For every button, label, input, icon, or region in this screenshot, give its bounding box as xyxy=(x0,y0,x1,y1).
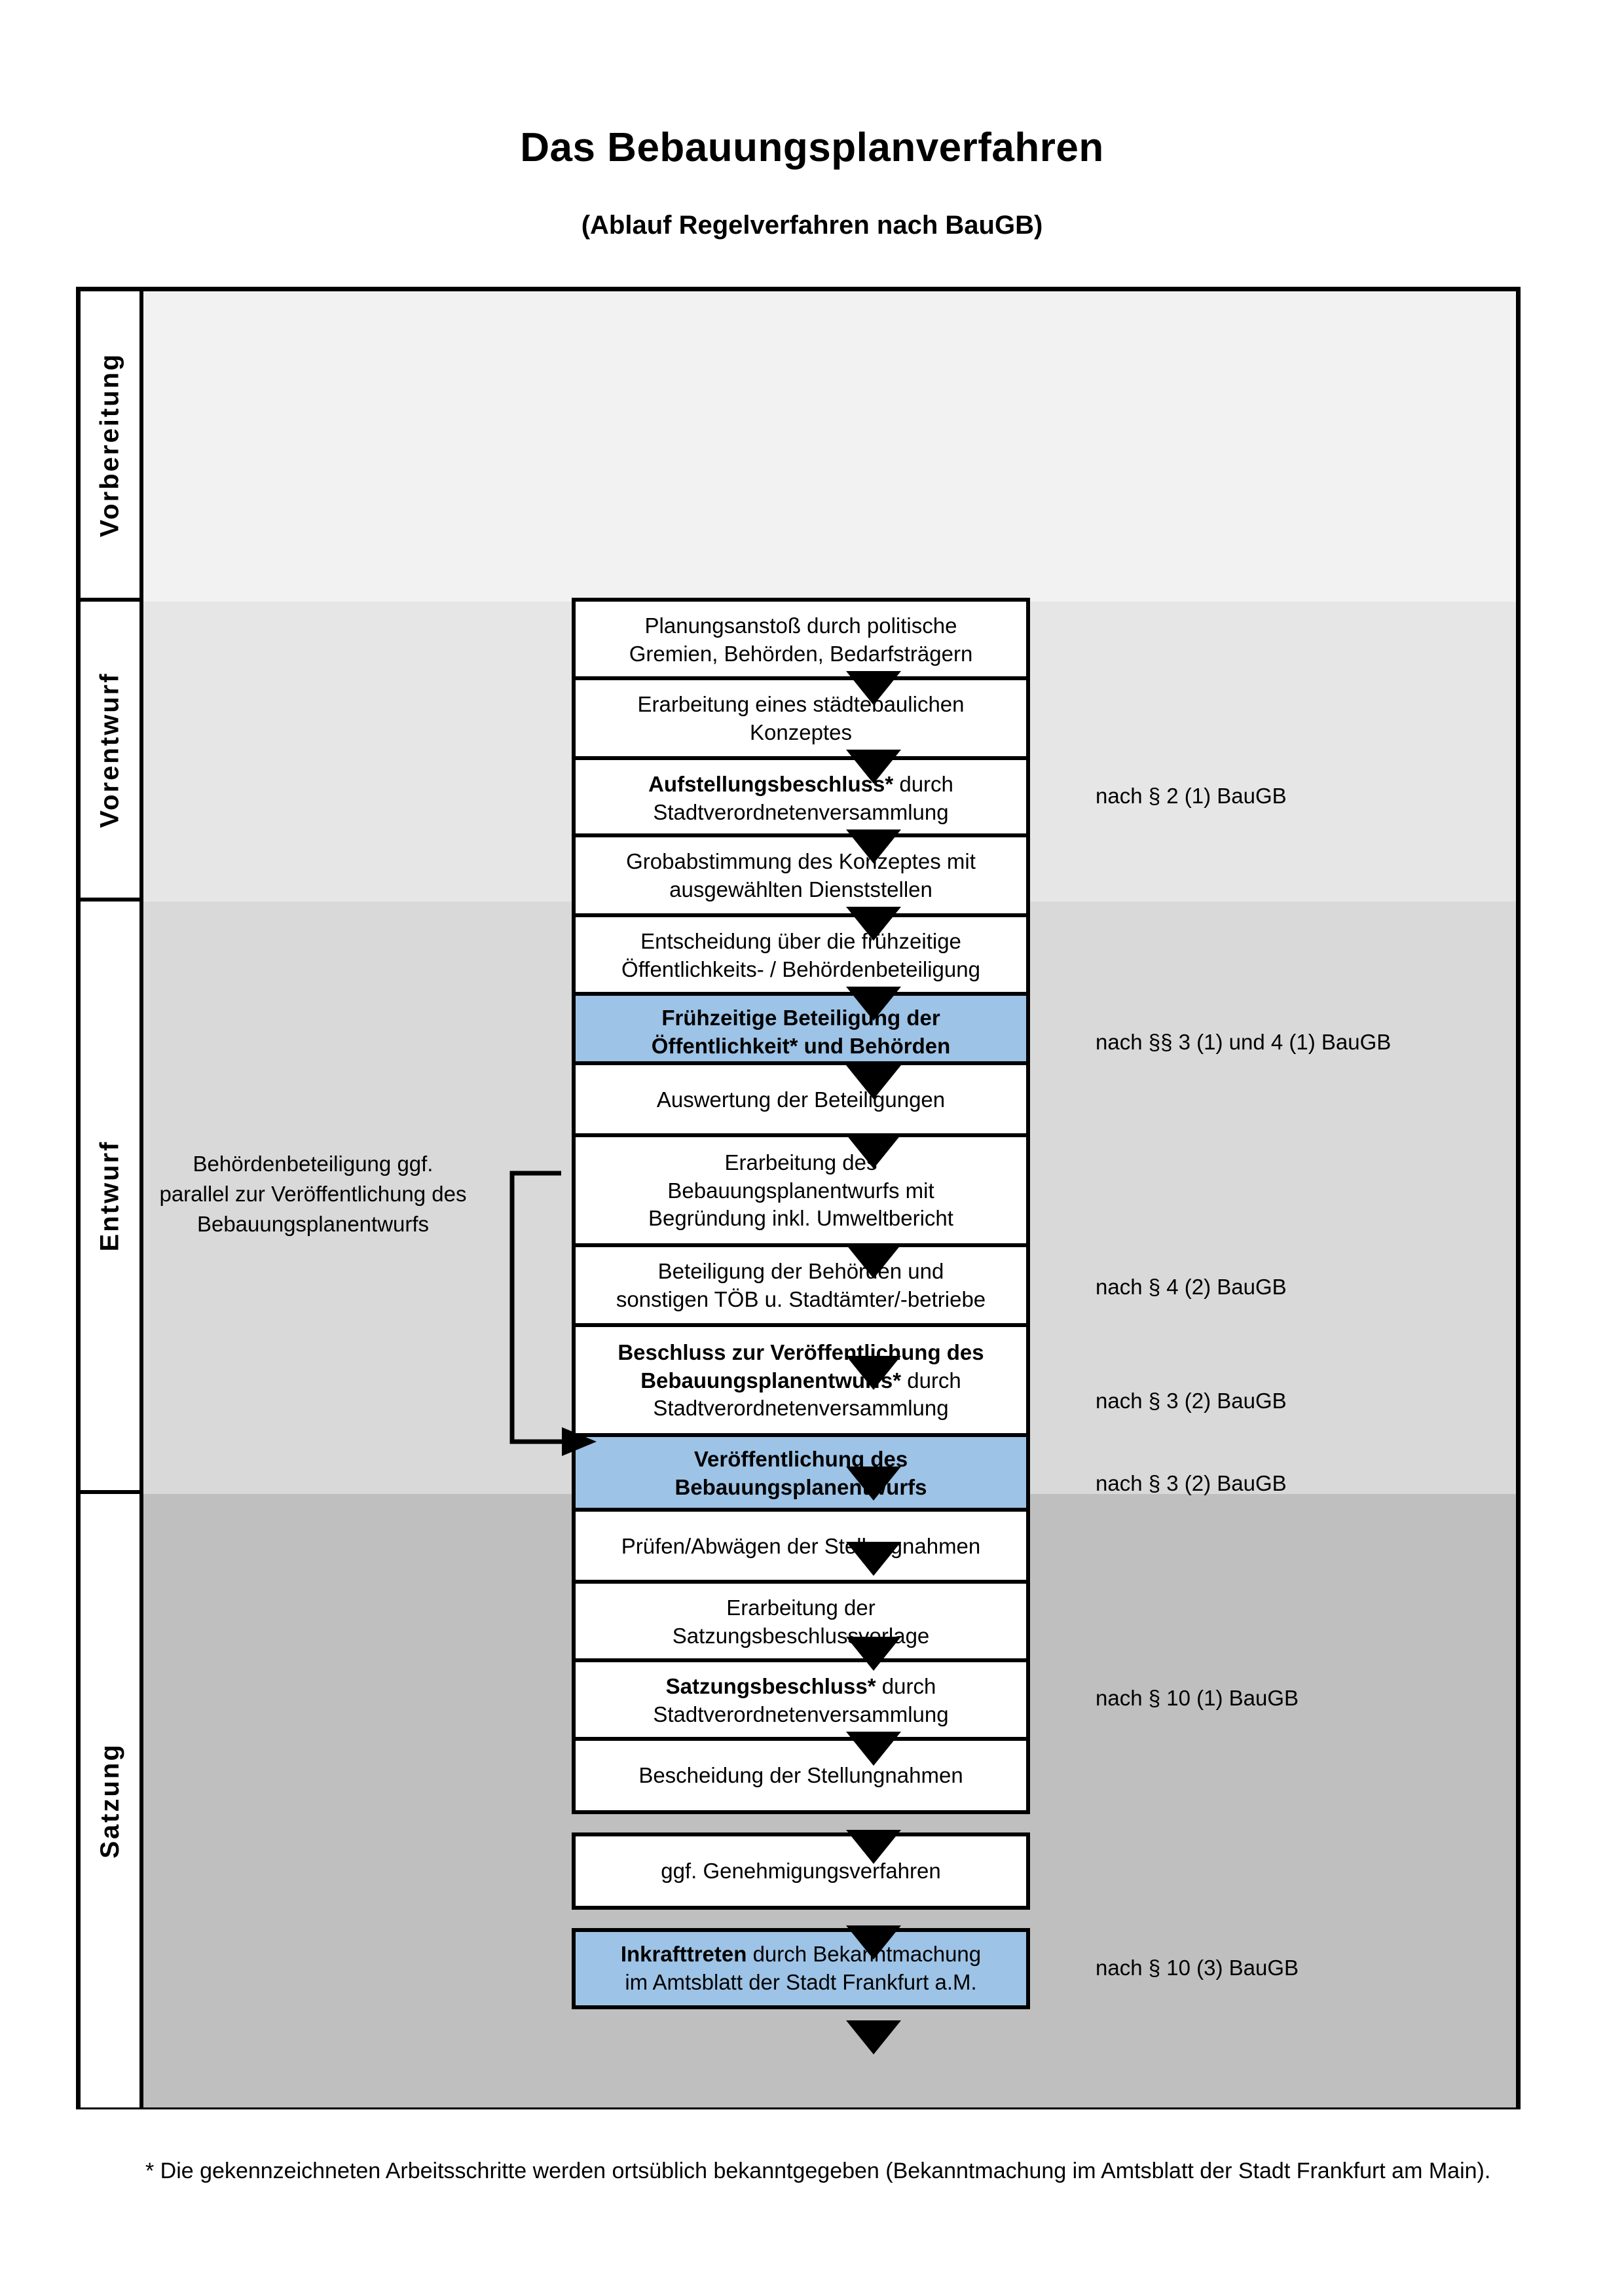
box-line-2-rest: durch xyxy=(901,1368,961,1393)
legal-ref-par10-3: nach § 10 (3) BauGB xyxy=(1096,1956,1299,1980)
box-line-2: Stadtverordnetenversammlung xyxy=(653,800,949,824)
box-line-2: Konzeptes xyxy=(750,720,852,744)
sidenote-line-3: Veröffentlichung des xyxy=(271,1182,467,1207)
box-line-1-bold: Satzungsbeschluss* xyxy=(665,1674,876,1699)
flow-arrow-6 xyxy=(846,1065,901,1099)
flow-arrow-4 xyxy=(846,907,901,941)
flow-arrow-15 xyxy=(846,1925,901,1959)
box-line-1-rest: durch xyxy=(893,772,953,797)
phase-label-vorbereitung: Vorbereitung xyxy=(81,291,143,602)
flow-arrow-12 xyxy=(846,1637,901,1671)
box-line-2: Öffentlichkeits- / Behördenbeteiligung xyxy=(621,957,980,981)
box-line-2: im Amtsblatt der Stadt Frankfurt a.M. xyxy=(625,1970,977,1994)
box-line-1-rest: durch xyxy=(876,1674,936,1699)
process-box-grobabstimmung[interactable]: Grobabstimmung des Konzeptes mit ausgewä… xyxy=(572,833,1030,919)
phase-label-text: Entwurf xyxy=(95,1140,124,1252)
process-box-pruefen-abwaegen[interactable]: Prüfen/Abwägen der Stellungnahmen xyxy=(572,1508,1030,1585)
legal-ref-par4-2: nach § 4 (2) BauGB xyxy=(1096,1275,1287,1299)
flow-arrow-16 xyxy=(846,2020,901,2054)
legal-ref-par10-1: nach § 10 (1) BauGB xyxy=(1096,1686,1299,1710)
flow-arrow-3 xyxy=(846,829,901,864)
box-line-1: Beschluss zur Veröffentlichung des xyxy=(618,1339,984,1367)
box-line-2: Gremien, Behörden, Bedarfsträgern xyxy=(629,642,973,666)
box-line-1: Entscheidung über die frühzeitige xyxy=(640,929,961,954)
box-line-1: Planungsanstoß durch politische xyxy=(644,613,957,638)
legal-ref-par3-2-b: nach § 3 (2) BauGB xyxy=(1096,1471,1287,1495)
phase-label-vorentwurf: Vorentwurf xyxy=(81,602,143,902)
process-box-entscheidung-fruehzeitige[interactable]: Entscheidung über die frühzeitige Öffent… xyxy=(572,913,1030,998)
box-line-2: Stadtverordnetenversammlung xyxy=(653,1702,949,1726)
box-line-2: ausgewählten Dienststellen xyxy=(669,877,932,902)
box-line-3: Begründung inkl. Umweltbericht xyxy=(648,1206,953,1231)
box-line-1: Erarbeitung der xyxy=(726,1595,876,1620)
box-line-1: Inkrafttreten durch Bekanntmachung xyxy=(621,1941,981,1969)
box-line-2: sonstigen TÖB u. Stadtämter/-betriebe xyxy=(616,1287,986,1311)
process-box-veroeffentlichung-entwurf[interactable]: Veröffentlichung des Bebauungsplanentwur… xyxy=(572,1433,1030,1514)
flow-arrow-2 xyxy=(846,750,901,784)
box-line-1-bold: Inkrafttreten xyxy=(620,1942,747,1967)
flow-arrow-13 xyxy=(846,1732,901,1766)
page-title: Das Bebauungsplanverfahren xyxy=(520,125,1104,170)
legal-ref-par3-2-a: nach § 3 (2) BauGB xyxy=(1096,1389,1287,1413)
box-line-2: Bebauungsplanentwurfs mit xyxy=(667,1178,934,1203)
flow-arrow-11 xyxy=(846,1542,901,1576)
phase-label-satzung: Satzung xyxy=(81,1494,143,2107)
process-box-erarbeitung-satzungsbeschlussvorlage[interactable]: Erarbeitung der Satzungsbeschlussvorlage xyxy=(572,1580,1030,1665)
page-subtitle: (Ablauf Regelverfahren nach BauGB) xyxy=(581,211,1043,240)
phase-label-text: Vorbereitung xyxy=(95,352,124,537)
process-box-staedtebauliches-konzept[interactable]: Erarbeitung eines städtebaulichen Konzep… xyxy=(572,676,1030,761)
box-line-1: Grobabstimmung des Konzeptes mit xyxy=(626,849,976,874)
process-box-satzungsbeschluss[interactable]: Satzungsbeschluss* durch Stadtverordnete… xyxy=(572,1658,1030,1743)
box-line-1: Aufstellungsbeschluss* durch xyxy=(648,771,953,799)
box-line-2: Öffentlichkeit* und Behörden xyxy=(652,1032,951,1061)
box-line-1: Auswertung der Beteiligungen xyxy=(656,1087,946,1112)
process-box-planungsanstoss[interactable]: Planungsanstoß durch politische Gremien,… xyxy=(572,598,1030,683)
process-box-beteiligung-behoerden-toeb[interactable]: Beteiligung der Behörden und sonstigen T… xyxy=(572,1243,1030,1328)
box-line-1: Prüfen/Abwägen der Stellungnahmen xyxy=(621,1533,981,1558)
sidenote-behoerdenbeteiligung: Behördenbeteiligung ggf. parallel zur Ve… xyxy=(159,1149,467,1240)
flow-arrow-7 xyxy=(846,1135,901,1169)
phase-label-text: Vorentwurf xyxy=(95,671,124,828)
box-line-1: Beteiligung der Behörden und xyxy=(657,1259,944,1284)
flow-arrow-9 xyxy=(846,1356,901,1390)
process-box-aufstellungsbeschluss[interactable]: Aufstellungsbeschluss* durch Stadtverord… xyxy=(572,756,1030,841)
phase-band-vorbereitung xyxy=(143,291,1516,602)
box-line-1-bold: Beschluss zur Veröffentlichung des xyxy=(618,1339,984,1364)
flowchart-frame: Vorbereitung Vorentwurf Entwurf Satzung … xyxy=(76,287,1521,2109)
box-line-2: Bebauungsplanentwurfs* durch xyxy=(618,1367,984,1395)
legal-ref-par3-1-4-1: nach §§ 3 (1) und 4 (1) BauGB xyxy=(1096,1030,1392,1054)
process-box-beschluss-veroeffentlichung[interactable]: Beschluss zur Veröffentlichung des Bebau… xyxy=(572,1323,1030,1438)
flow-arrow-5 xyxy=(846,987,901,1021)
footnote-text: * Die gekennzeichneten Arbeitsschritte w… xyxy=(145,2159,1491,2183)
box-line-1: Frühzeitige Beteiligung der xyxy=(652,1004,951,1032)
process-box-fruehzeitige-beteiligung[interactable]: Frühzeitige Beteiligung der Öffentlichke… xyxy=(572,992,1030,1073)
flow-arrow-8 xyxy=(846,1245,901,1279)
box-line-1: Bescheidung der Stellungnahmen xyxy=(638,1762,963,1787)
phase-label-entwurf: Entwurf xyxy=(81,902,143,1494)
process-box-inkrafttreten[interactable]: Inkrafttreten durch Bekanntmachung im Am… xyxy=(572,1928,1030,2009)
box-line-1: Erarbeitung des xyxy=(724,1150,877,1175)
flow-arrow-10 xyxy=(846,1467,901,1501)
flow-arrow-1 xyxy=(846,671,901,705)
process-box-bescheidung-stellungnahmen[interactable]: Bescheidung der Stellungnahmen xyxy=(572,1737,1030,1814)
process-box-auswertung-beteiligungen[interactable]: Auswertung der Beteiligungen xyxy=(572,1061,1030,1139)
sidenote-line-1: Behördenbeteiligung xyxy=(193,1152,392,1176)
process-box-genehmigungsverfahren[interactable]: ggf. Genehmigungsverfahren xyxy=(572,1832,1030,1910)
sidenote-line-2: ggf. parallel zur xyxy=(159,1152,434,1207)
box-line-3: Stadtverordnetenversammlung xyxy=(653,1396,949,1421)
process-box-erarbeitung-bebauungsplanentwurf[interactable]: Erarbeitung des Bebauungsplanentwurfs mi… xyxy=(572,1133,1030,1248)
box-line-1: Erarbeitung eines städtebaulichen xyxy=(637,692,965,717)
box-line-2-bold: Öffentlichkeit* und Behörden xyxy=(651,1034,951,1058)
sidenote-line-4: Bebauungsplanentwurfs xyxy=(196,1212,430,1237)
flow-arrow-14 xyxy=(846,1830,901,1864)
box-line-1: Satzungsbeschluss* durch xyxy=(653,1673,948,1701)
legal-ref-par2-1: nach § 2 (1) BauGB xyxy=(1096,784,1287,808)
phase-label-text: Satzung xyxy=(95,1743,124,1859)
